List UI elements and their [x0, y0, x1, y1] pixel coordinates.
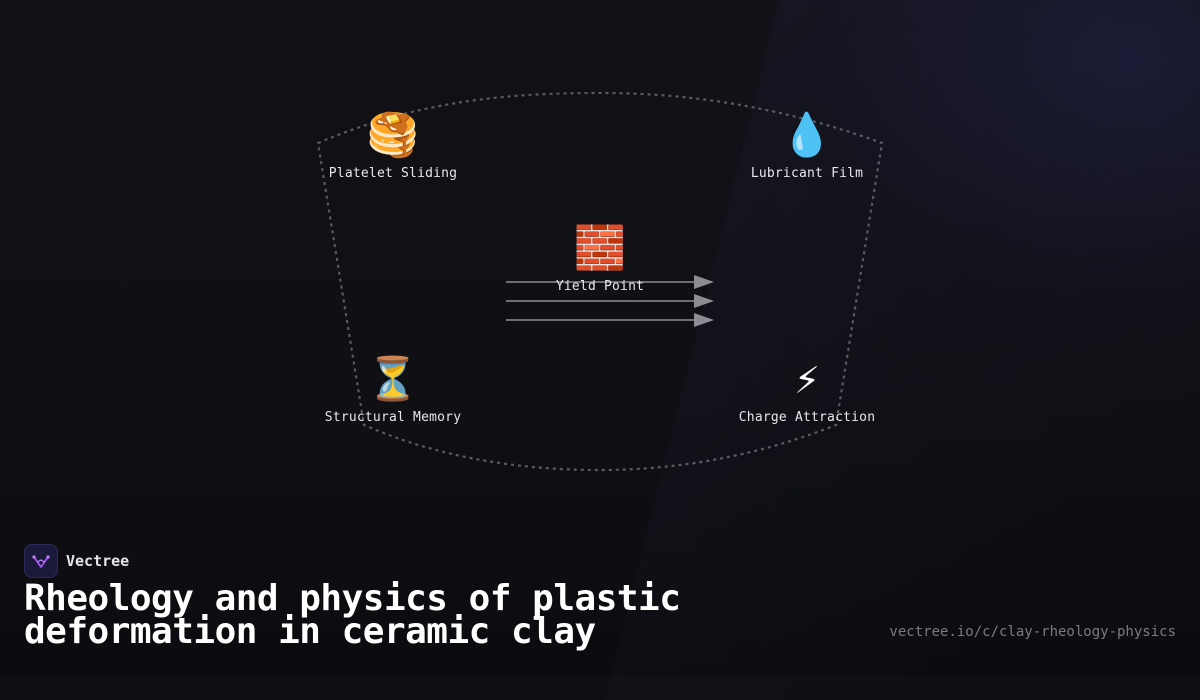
vectree-logo-icon	[24, 544, 58, 578]
page-title: Rheology and physics of plastic deformat…	[24, 578, 681, 652]
brand-name: Vectree	[66, 552, 130, 570]
node-platelet-sliding: 🥞 Platelet Sliding	[293, 110, 493, 181]
node-label: Yield Point	[555, 279, 645, 294]
node-charge-attraction: ⚡ Charge Attraction	[707, 354, 907, 425]
diagram-canvas	[316, 91, 884, 472]
node-yield-point: 🧱 Yield Point	[500, 223, 700, 294]
pancakes-icon: 🥞	[366, 110, 420, 159]
node-lubricant-film: 💧 Lubricant Film	[707, 110, 907, 181]
lightning-icon: ⚡	[794, 354, 820, 403]
hourglass-icon: ⏳	[366, 354, 420, 403]
node-label: Lubricant Film	[750, 166, 864, 181]
brick-icon: 🧱	[573, 223, 627, 272]
diagram-boundary	[316, 91, 884, 472]
node-label: Structural Memory	[324, 410, 462, 425]
node-structural-memory: ⏳ Structural Memory	[293, 354, 493, 425]
node-label: Charge Attraction	[738, 410, 876, 425]
droplet-icon: 💧	[780, 110, 834, 159]
node-label: Platelet Sliding	[328, 166, 458, 181]
source-url[interactable]: vectree.io/c/clay-rheology-physics	[889, 624, 1176, 640]
brand: Vectree	[24, 544, 129, 578]
